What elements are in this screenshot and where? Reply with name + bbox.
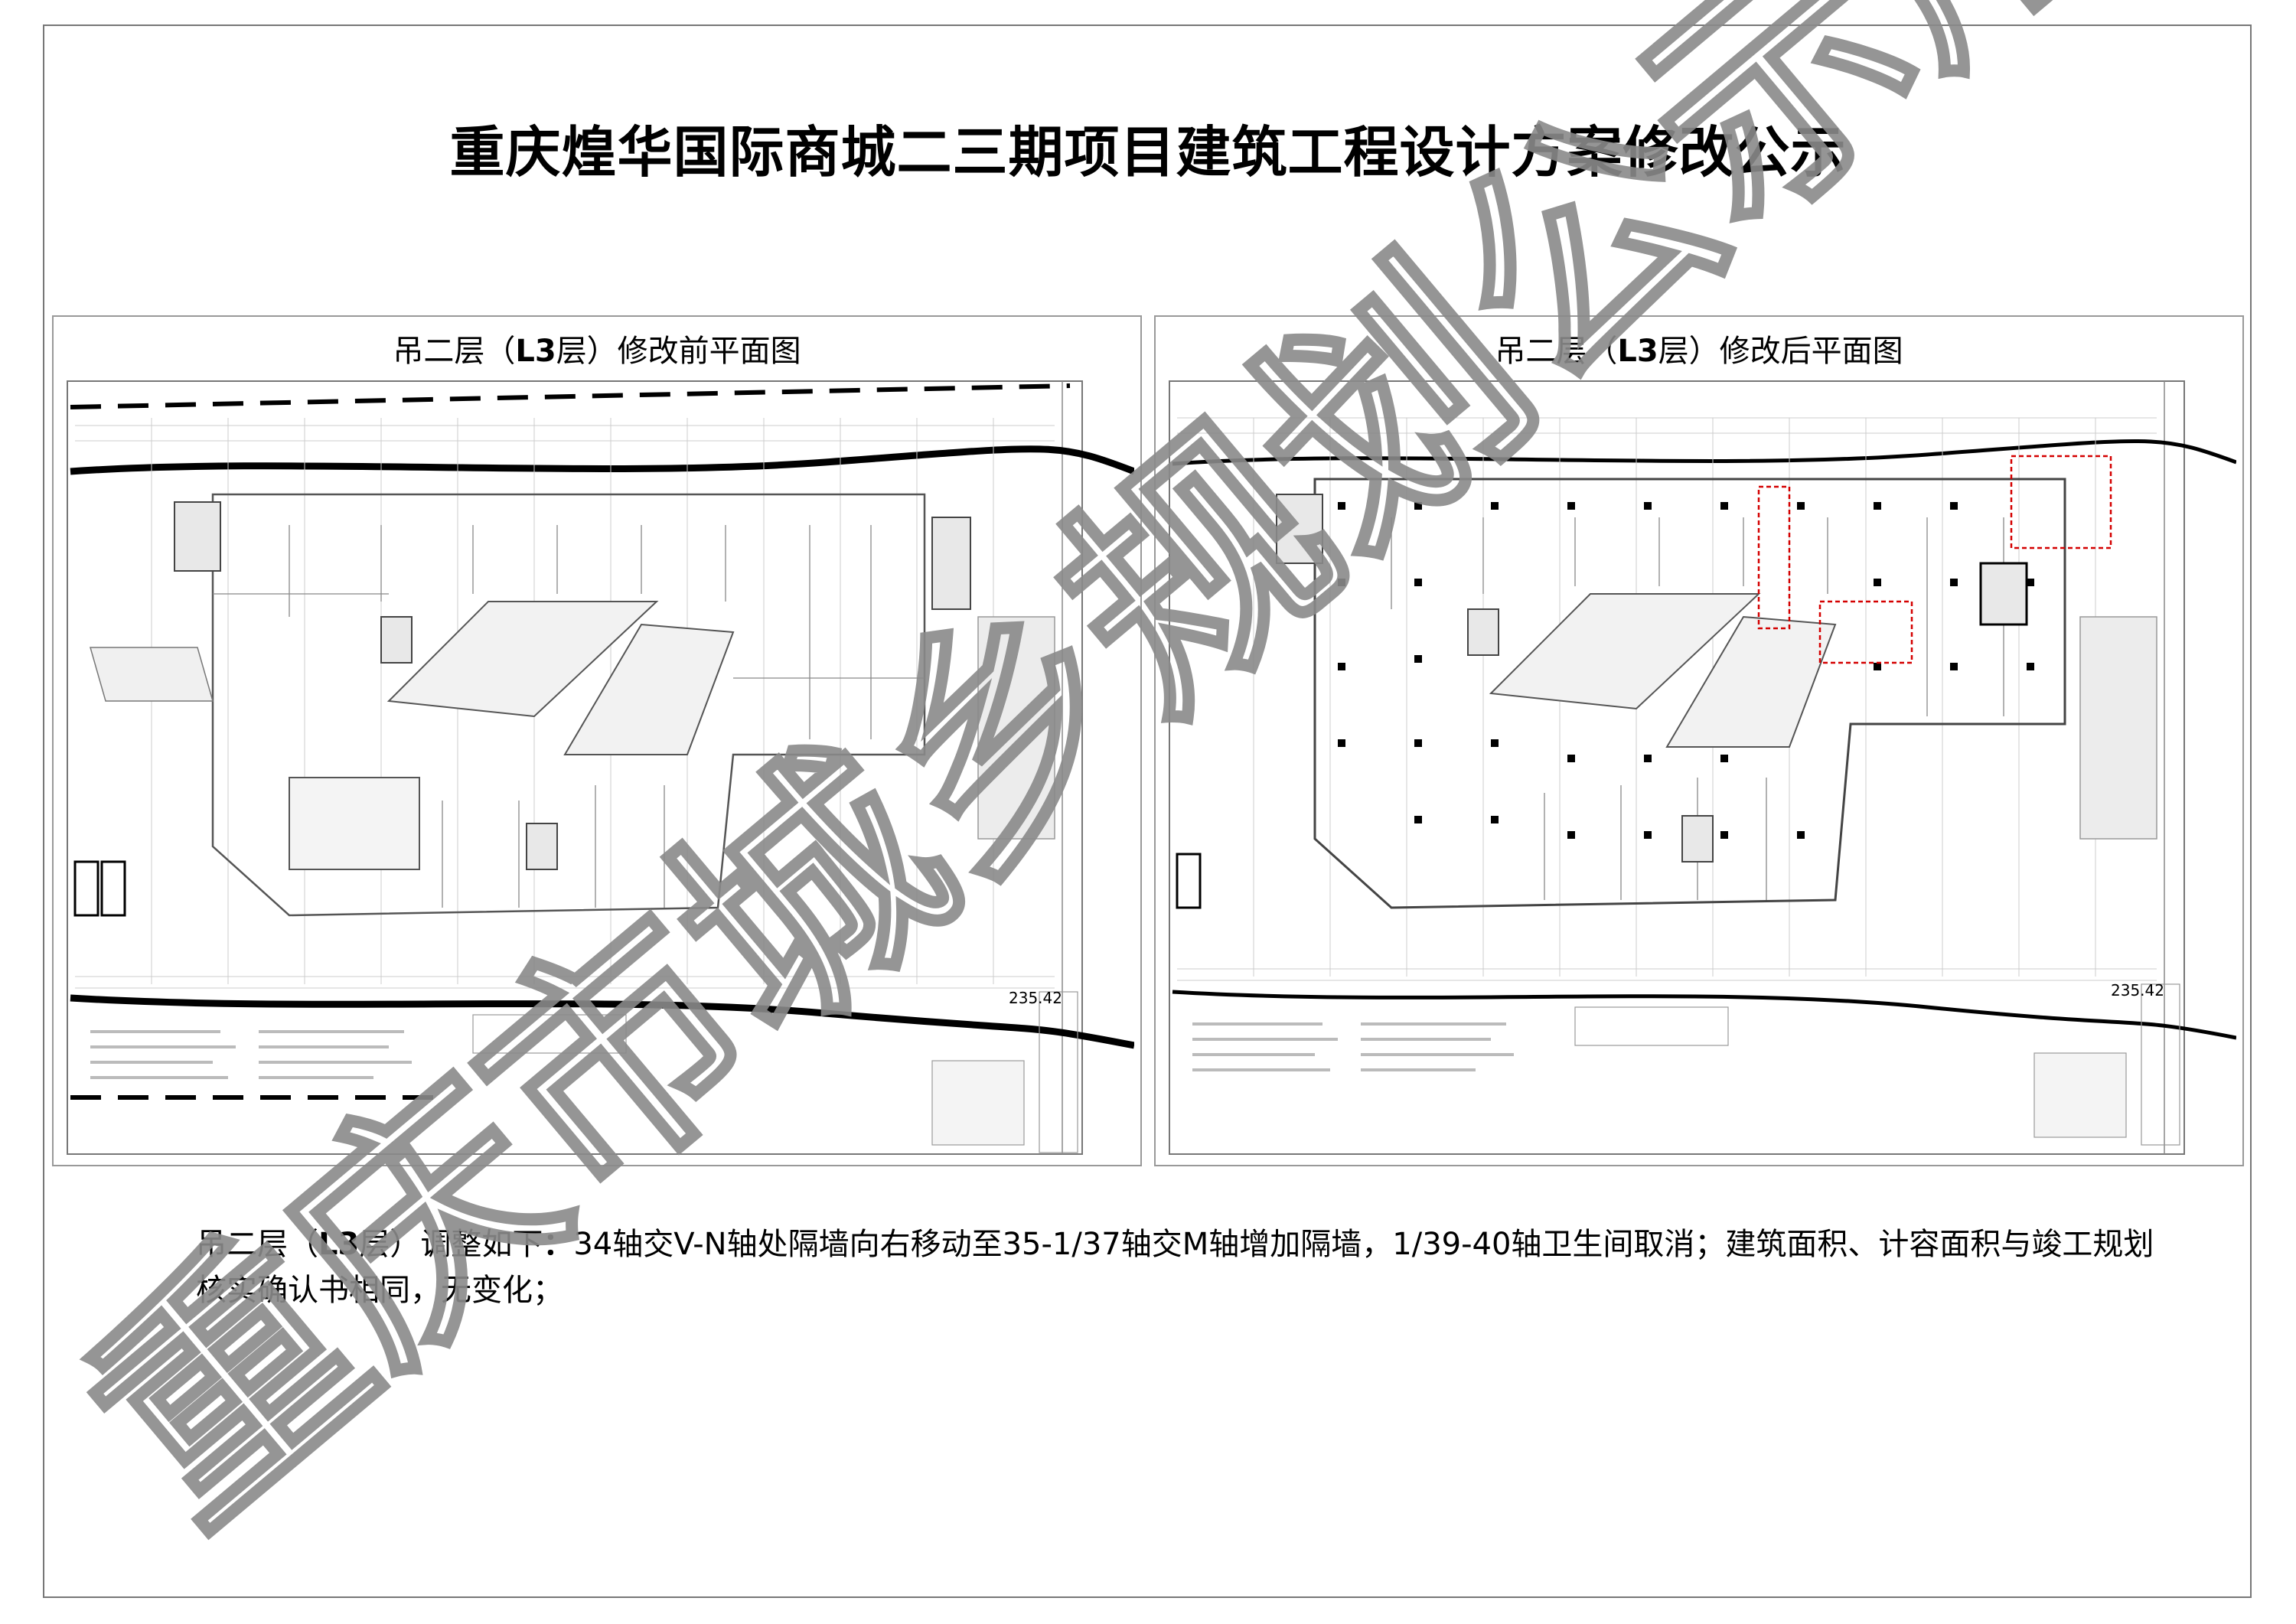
- after-elevation-label: 235.42: [2111, 981, 2164, 1000]
- markup-box-wall-shift: [1757, 485, 1791, 630]
- markup-box-new-partition: [1818, 600, 1913, 664]
- before-elevation-label: 235.42: [1009, 989, 1062, 1007]
- before-floor-plan-drawing: 235.42: [67, 380, 1134, 1155]
- after-plan-title: 吊二层（L3层）修改后平面图: [1495, 334, 1903, 369]
- page-title: 重庆煌华国际商城二三期项目建筑工程设计方案修改公示: [449, 120, 1847, 184]
- change-description: 吊二层（L3层）调整如下：34轴交V-N轴处隔墙向右移动至35-1/37轴交M轴…: [196, 1227, 2154, 1308]
- after-plan-panel: 吊二层（L3层）修改后平面图: [1154, 315, 2244, 1166]
- before-plan-title: 吊二层（L3层）修改前平面图: [393, 334, 801, 369]
- sheet-border: [43, 24, 2252, 1598]
- before-plan-panel: 吊二层（L3层）修改前平面图: [52, 315, 1142, 1166]
- markup-box-toilet-removal: [2010, 455, 2112, 549]
- after-floor-plan-drawing: 235.42: [1169, 380, 2236, 1155]
